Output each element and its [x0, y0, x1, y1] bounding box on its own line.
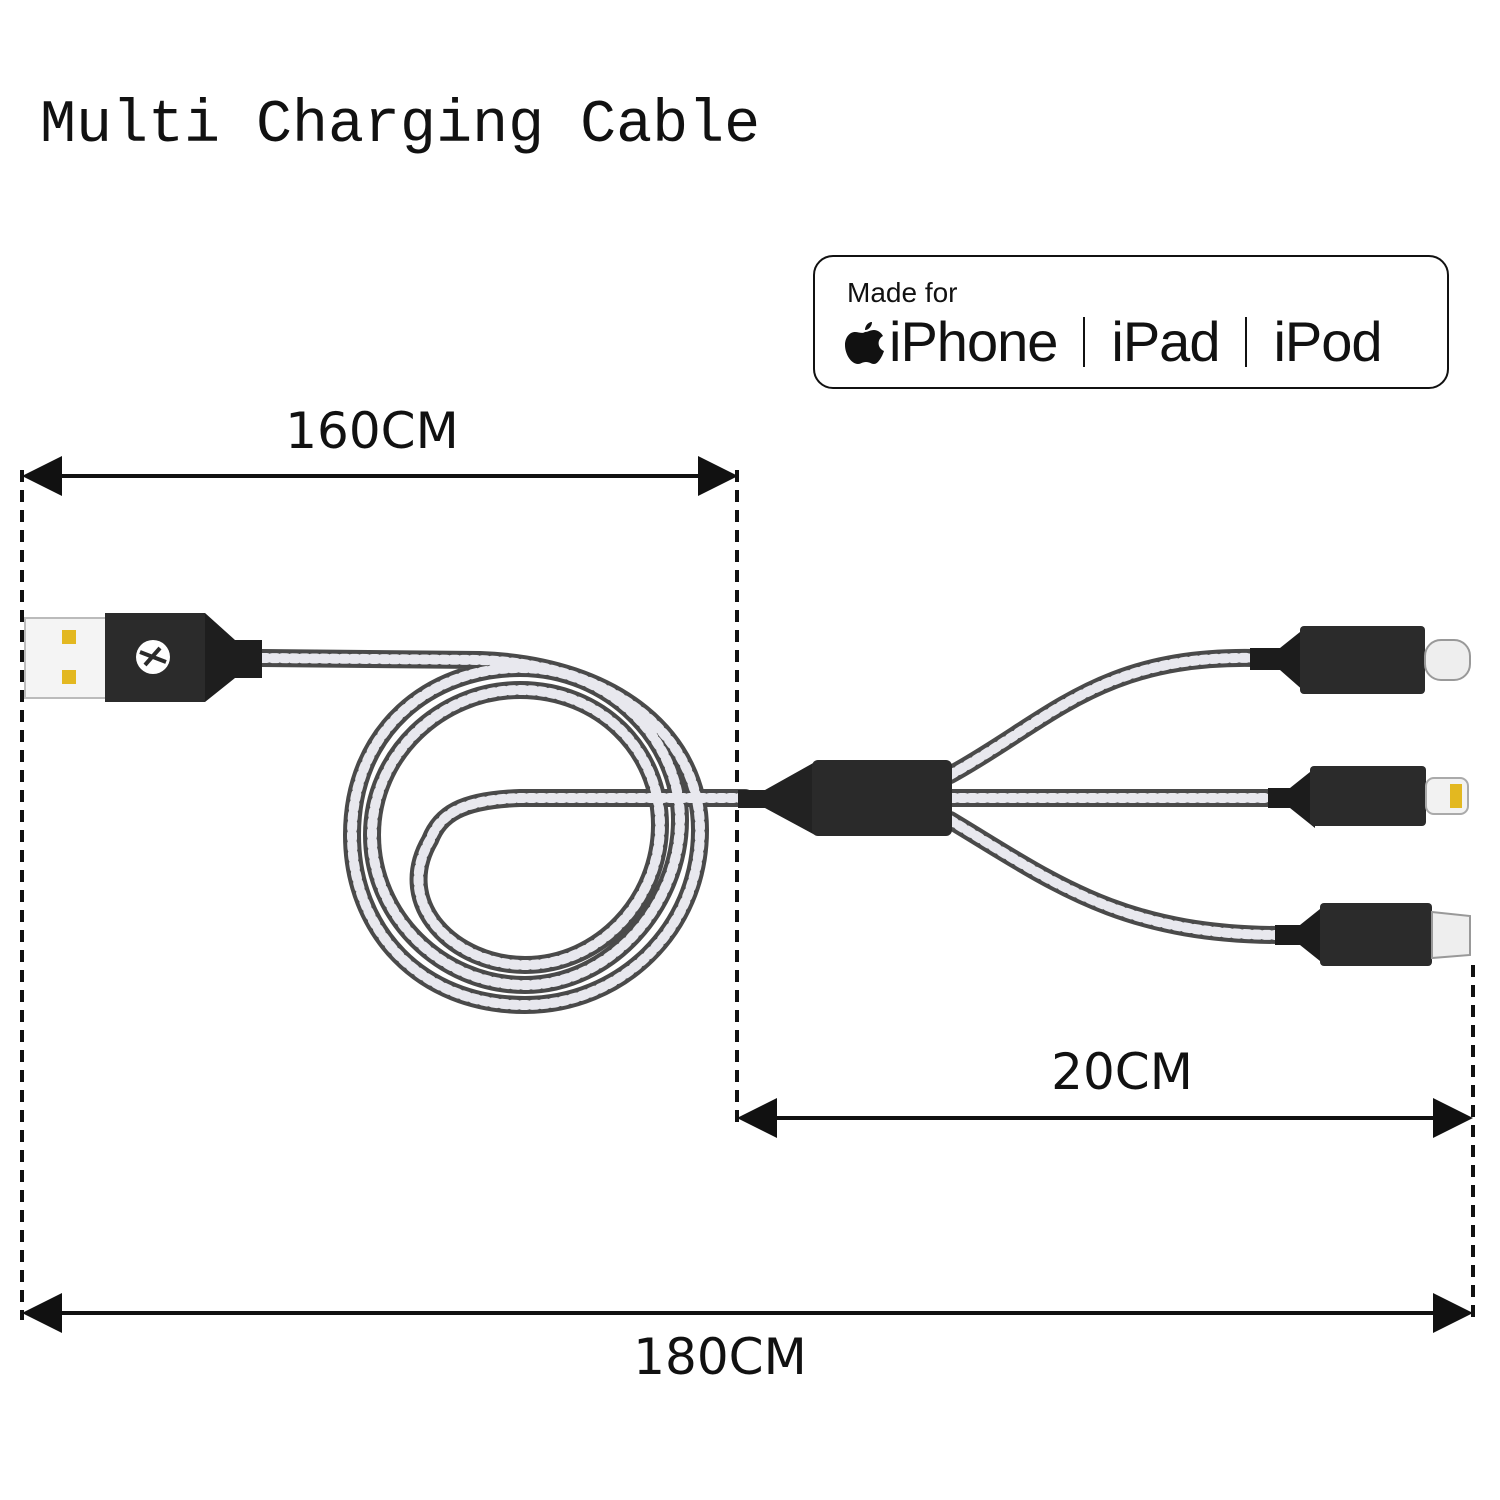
micro-usb-connector	[1275, 903, 1471, 966]
dimension-label-160: 160CM	[285, 402, 459, 460]
usb-a-connector	[24, 613, 262, 702]
divider	[1245, 316, 1248, 367]
lightning-connector	[1268, 766, 1469, 828]
splitter	[738, 760, 952, 836]
mfi-badge: Made for iPhone iPad iPod	[813, 255, 1449, 389]
dimension-label-180: 180CM	[633, 1328, 807, 1386]
apple-icon	[845, 321, 884, 364]
made-for-label: Made for	[847, 277, 958, 308]
usb-c-connector	[1250, 626, 1471, 694]
device-iphone: iPhone	[889, 310, 1058, 373]
device-ipod: iPod	[1273, 310, 1382, 373]
braided-cable	[253, 648, 1289, 1015]
page-title: Multi Charging Cable	[40, 92, 761, 160]
device-ipad: iPad	[1111, 310, 1220, 373]
dimension-label-20: 20CM	[1051, 1043, 1193, 1101]
divider	[1083, 316, 1086, 367]
